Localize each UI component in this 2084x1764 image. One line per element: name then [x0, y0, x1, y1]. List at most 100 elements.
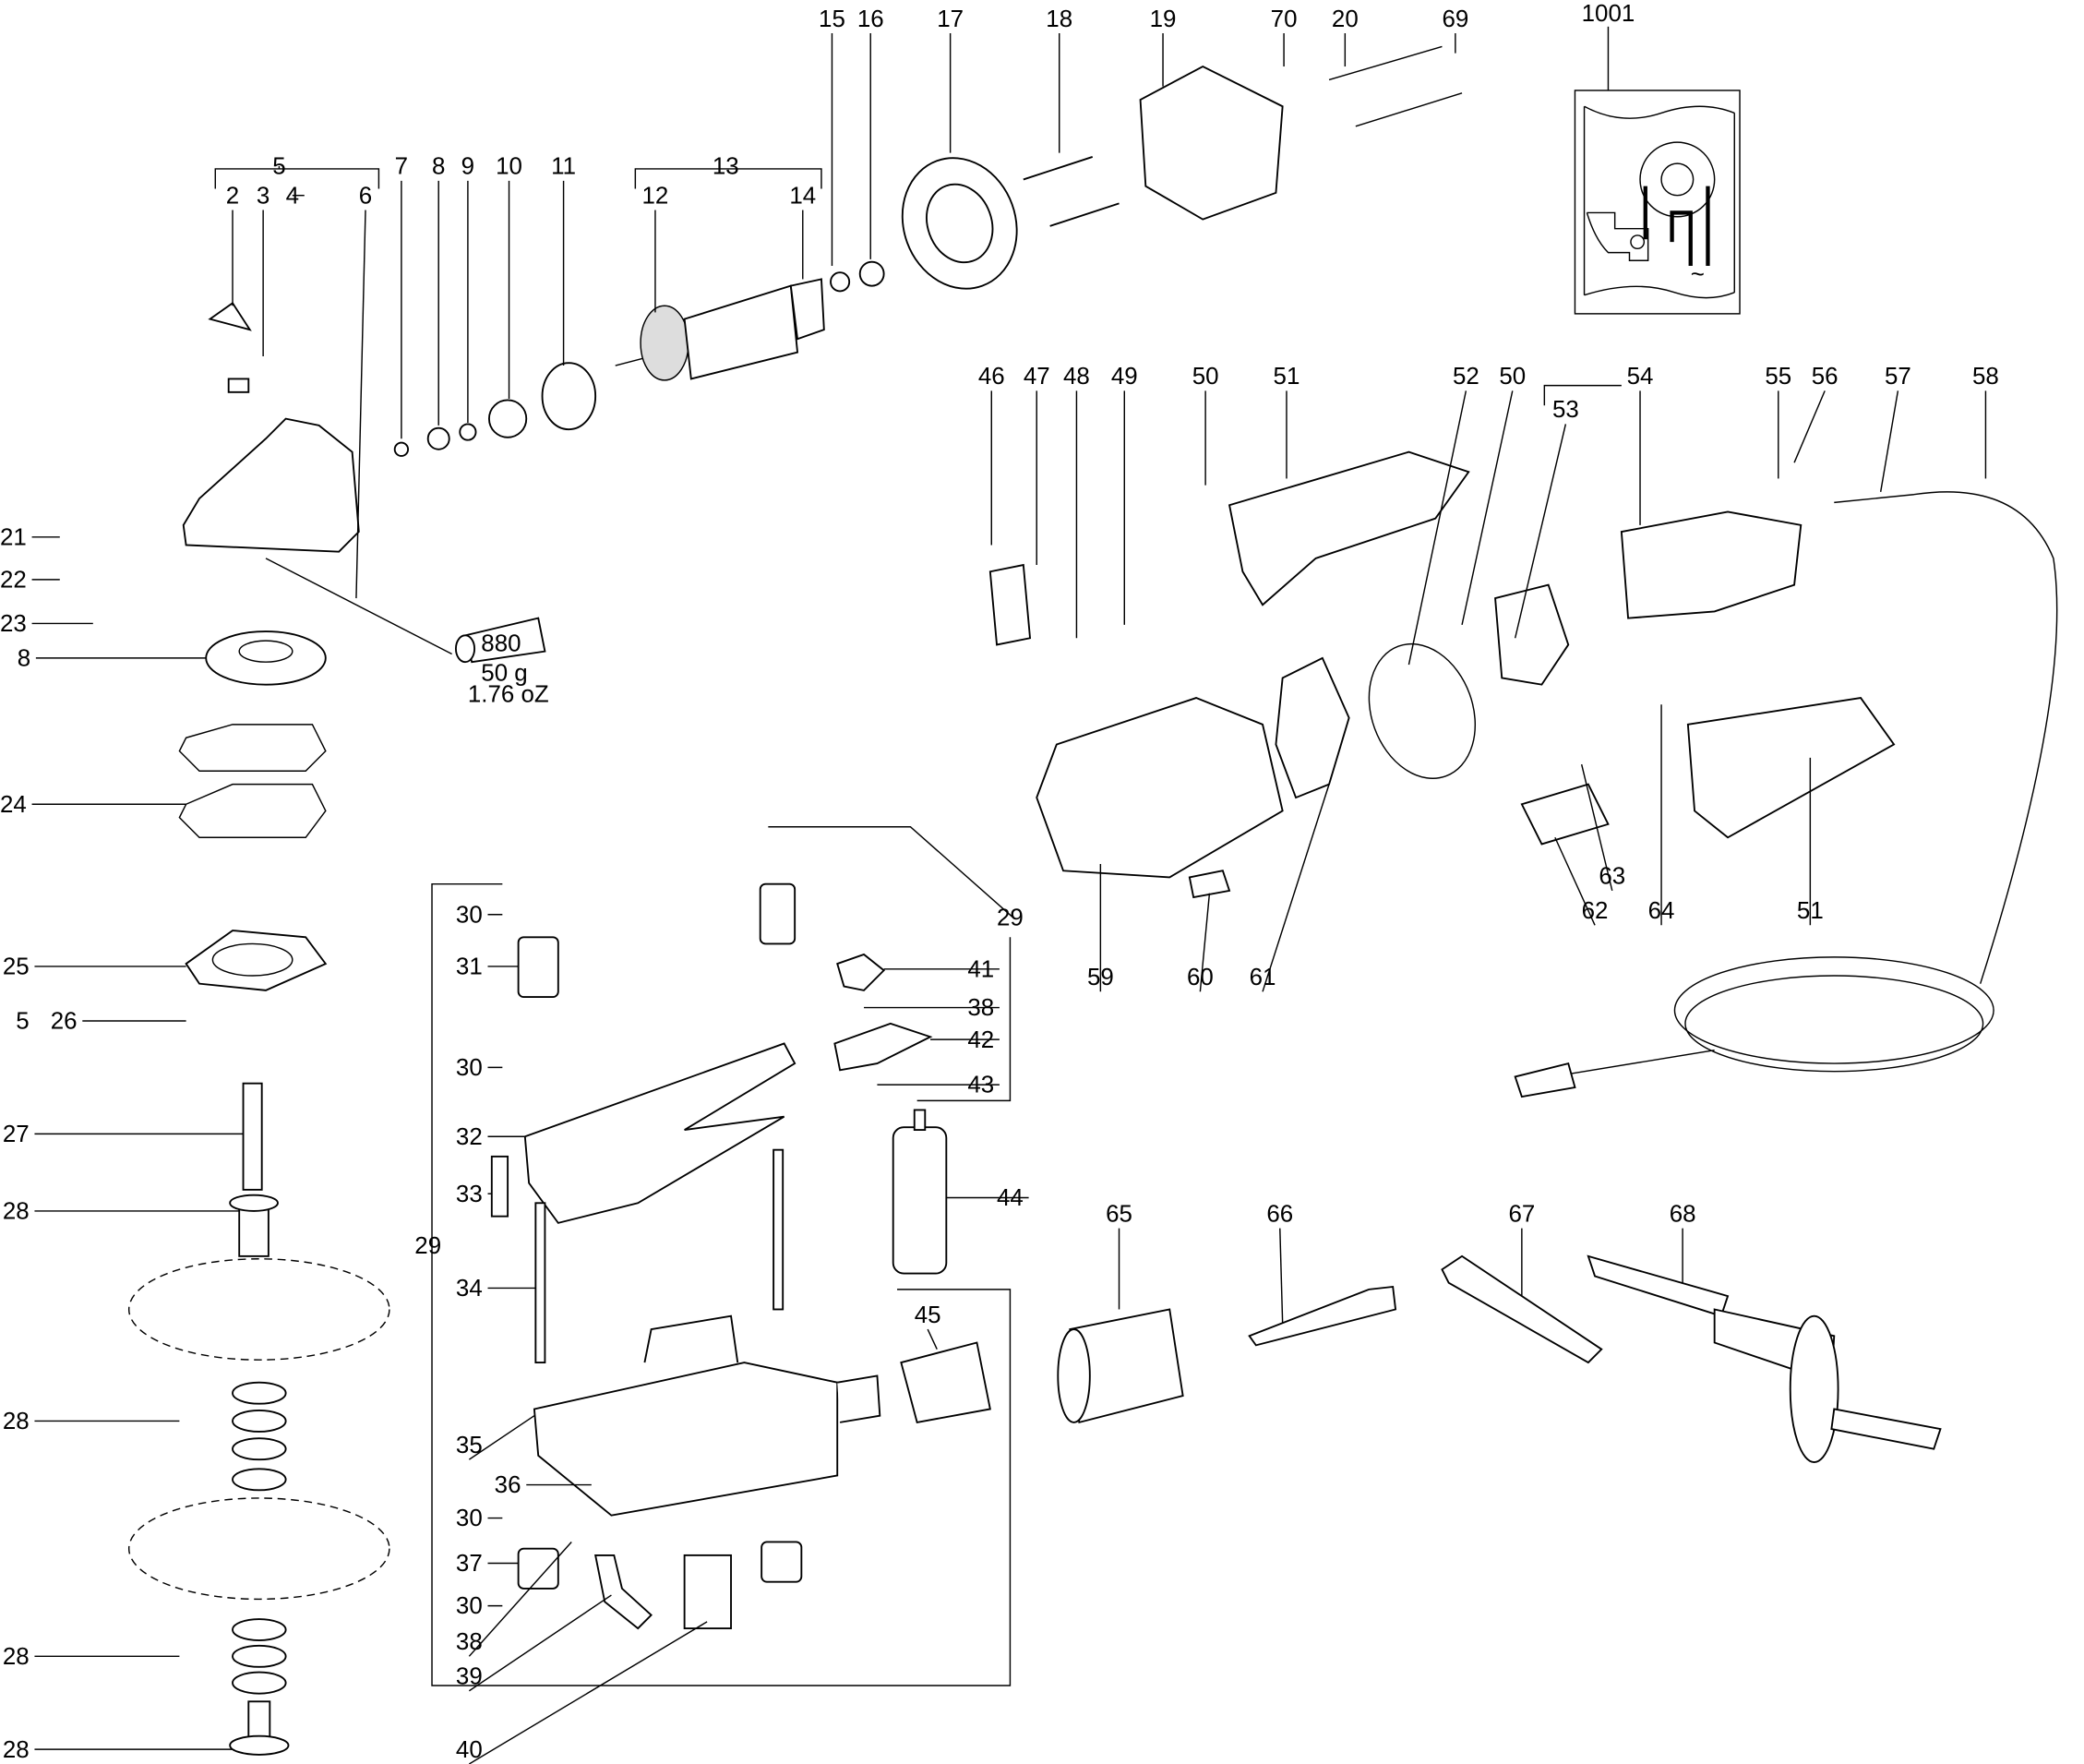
part-number-38: 38	[456, 1629, 483, 1655]
lever-39	[594, 1554, 653, 1630]
handle-half-lower	[1686, 697, 1896, 839]
part-number-27: 27	[3, 1122, 30, 1147]
armature	[615, 278, 825, 381]
part-number-56: 56	[1812, 364, 1838, 390]
base-plate	[523, 1042, 796, 1224]
part-number-23: 23	[0, 611, 27, 637]
part-drawings: ~	[127, 26, 2058, 1756]
bracket-5	[214, 166, 380, 189]
part-number-17: 17	[937, 6, 964, 32]
rubber-buffer	[759, 882, 796, 945]
part-number-8: 8	[18, 645, 30, 671]
dust-hood	[533, 1314, 881, 1517]
guide-rod	[534, 1202, 546, 1364]
part-number-2: 2	[226, 183, 239, 209]
bearing	[830, 271, 851, 293]
disc-outline	[127, 1497, 390, 1601]
part-number-44: 44	[997, 1185, 1024, 1211]
part-number-8: 8	[432, 154, 445, 180]
clamp-lever	[833, 1022, 933, 1072]
part-number-29: 29	[997, 905, 1024, 930]
part-number-63: 63	[1599, 864, 1625, 890]
gear-housing	[182, 417, 360, 553]
part-number-22: 22	[0, 568, 27, 594]
label-33	[490, 1155, 509, 1218]
part-number-33: 33	[456, 1182, 483, 1207]
rubber-buffer	[761, 1541, 803, 1583]
rubber-buffer	[517, 936, 559, 999]
switch-slide	[1520, 783, 1610, 846]
part-number-70: 70	[1271, 6, 1298, 32]
part-number-32: 32	[456, 1124, 483, 1150]
leader-line-40	[468, 1621, 708, 1764]
part-number-59: 59	[1087, 965, 1114, 990]
part-number-1001: 1001	[1582, 1, 1635, 27]
ac-symbol: ~	[1691, 261, 1705, 287]
part-number-52: 52	[1453, 364, 1479, 390]
extraction-adapter	[900, 1341, 991, 1423]
leader-lines	[31, 33, 1987, 1764]
grease-weight-oz: 1.76 oZ	[468, 681, 549, 707]
part-number-48: 48	[1063, 364, 1090, 390]
part-number-60: 60	[1187, 965, 1214, 990]
leader-line-53	[1514, 424, 1567, 639]
part-number-5: 5	[272, 154, 285, 180]
part-number-24: 24	[0, 792, 27, 818]
part-number-53: 53	[1552, 397, 1579, 423]
bearing	[858, 260, 885, 287]
grease-weight-g: 50 g	[481, 660, 527, 686]
part-number-65: 65	[1106, 1201, 1132, 1227]
guide-rod	[773, 1148, 784, 1311]
leader-line-57	[1879, 390, 1899, 492]
leader-line-61	[1262, 784, 1330, 992]
part-number-43: 43	[967, 1073, 994, 1098]
part-number-21: 21	[0, 524, 27, 550]
dust-nozzle-65	[1057, 1308, 1184, 1424]
part-number-30: 30	[456, 1593, 483, 1619]
part-number-50: 50	[1192, 364, 1219, 390]
leader-line-63	[1580, 763, 1613, 892]
part-number-11: 11	[551, 154, 576, 180]
part-number-37: 37	[456, 1551, 483, 1577]
leader-line-56	[1793, 390, 1826, 463]
gasket	[1368, 642, 1477, 779]
washer	[459, 423, 477, 441]
part-number-20: 20	[1332, 6, 1359, 32]
part-number-54: 54	[1627, 364, 1654, 390]
disc-outline	[127, 1258, 390, 1361]
leader-grease	[265, 558, 452, 655]
washers	[232, 1618, 287, 1695]
part-number-12: 12	[642, 183, 669, 209]
part-number-5: 5	[16, 1009, 29, 1035]
grease-code: 880	[481, 631, 521, 657]
part-number-7: 7	[395, 154, 408, 180]
leader-line-39	[468, 1594, 612, 1692]
screw	[1049, 202, 1120, 227]
leader-line-38	[468, 1542, 572, 1657]
part-number-31: 31	[456, 954, 483, 980]
nut	[227, 378, 250, 393]
leader-line-62	[1554, 836, 1596, 926]
bracket-54	[1543, 384, 1622, 406]
hex-key	[1248, 1285, 1397, 1347]
part-number-4: 4	[286, 183, 299, 209]
bevel-gear	[205, 630, 327, 686]
leader-line-45	[927, 1328, 938, 1350]
part-number-39: 39	[456, 1664, 483, 1690]
bracket-13	[634, 168, 822, 189]
part-number-45: 45	[915, 1302, 941, 1328]
part-number-51: 51	[1274, 364, 1300, 390]
screw	[1023, 156, 1094, 181]
leader-line-66	[1279, 1228, 1284, 1323]
part-number-42: 42	[967, 1027, 994, 1053]
bearing-flange	[185, 930, 328, 991]
part-number-34: 34	[456, 1276, 483, 1302]
part-number-3: 3	[257, 183, 269, 209]
rubber-buffer	[517, 1547, 559, 1590]
part-number-47: 47	[1024, 364, 1050, 390]
part-number-15: 15	[819, 6, 845, 32]
part-number-6: 6	[359, 183, 372, 209]
part-number-19: 19	[1150, 6, 1177, 32]
part-number-66: 66	[1266, 1201, 1293, 1227]
part-number-30: 30	[456, 902, 483, 928]
